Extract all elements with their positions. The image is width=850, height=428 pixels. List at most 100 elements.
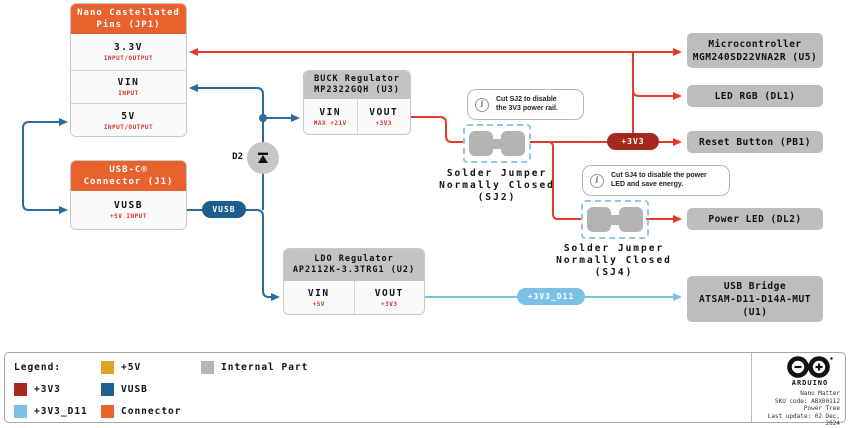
j1-title-line1: USB-C®	[109, 165, 148, 175]
sj2-caption-line3: (SJ2)	[477, 192, 517, 203]
reset-button-box: Reset Button (PB1)	[687, 131, 823, 153]
jp1-vin-sub: INPUT	[118, 90, 139, 97]
sj2-caption-line1: Solder Jumper	[446, 168, 548, 179]
wire-3v3-dl1	[632, 89, 682, 100]
jp1-row-5v: 5V INPUT/OUTPUT	[71, 103, 186, 136]
jp1-title-line2: Pins (JP1)	[96, 20, 161, 30]
d2-diode-icon	[247, 142, 279, 174]
buck-title-line1: BUCK Regulator	[314, 74, 400, 84]
junction-dot	[259, 114, 267, 122]
vusb-net-badge: VUSB	[202, 201, 246, 218]
led-rgb-box: LED RGB (DL1)	[687, 85, 823, 107]
footer-doc: Power Tree	[803, 405, 840, 412]
footer-updated: Last update: 02 Dec, 2024	[767, 412, 840, 428]
u5-line2: MGM240SD22VNA2R (U5)	[692, 51, 818, 63]
buck-body: VIN MAX +21V VOUT +3V3	[304, 99, 410, 134]
legend-label-3v3: +3V3	[34, 384, 61, 395]
3v3-net-badge: +3V3	[607, 133, 659, 150]
buck-regulator-box: BUCK Regulator MP2322GQH (U3) VIN MAX +2…	[303, 70, 411, 135]
buck-vin-sub: MAX +21V	[313, 120, 347, 127]
info-icon: i	[590, 173, 604, 188]
j1-row-vusb: VUSB +5V INPUT	[71, 191, 186, 229]
net-vusb-wires	[22, 84, 300, 301]
wire-5v-vusb-loop	[22, 118, 68, 214]
ldo-vout-label: VOUT	[374, 288, 404, 299]
buck-vin-cell: VIN MAX +21V	[304, 99, 357, 134]
sj2-caption-line2: Normally Closed	[439, 180, 555, 191]
buck-header: BUCK Regulator MP2322GQH (U3)	[304, 71, 410, 99]
legend-divider	[751, 353, 752, 422]
ldo-vin-cell: VIN +5V	[284, 281, 354, 314]
wire-branch-sj4	[547, 141, 582, 220]
legend-swatch-vusb	[101, 383, 114, 396]
3v3-d11-net-badge: +3V3_D11	[517, 288, 585, 305]
legend-swatch-5v	[101, 361, 114, 374]
buck-vout-cell: VOUT +3V3	[356, 99, 410, 134]
u1-line1: USB Bridge	[723, 280, 787, 292]
jp1-5v-label: 5V	[121, 110, 136, 122]
sj2-caption: Solder Jumper Normally Closed (SJ2)	[430, 168, 564, 204]
sj4-caption-line1: Solder Jumper	[563, 243, 665, 254]
arduino-logo-icon	[787, 356, 833, 378]
sj4-caption: Solder Jumper Normally Closed (SJ4)	[547, 243, 681, 279]
jp1-5v-sub: INPUT/OUTPUT	[103, 123, 154, 131]
jp1-row-3v3: 3.3V INPUT/OUTPUT	[71, 34, 186, 70]
buck-vout-sub: +3V3	[375, 120, 392, 127]
diode-glyph	[258, 152, 268, 163]
usb-bridge-box: USB Bridge ATSAM-D11-D14A-MUT (U1)	[687, 276, 823, 322]
jp1-vin-label: VIN	[117, 77, 140, 88]
legend-label-vusb: VUSB	[121, 384, 148, 395]
sj4-caption-line2: Normally Closed	[556, 255, 672, 266]
jp1-header: Nano Castellated Pins (JP1)	[71, 4, 186, 34]
j1-vusb-sub: +5V INPUT	[109, 213, 147, 220]
usbc-connector-box: USB-C® Connector (J1) VUSB +5V INPUT	[70, 160, 187, 230]
ldo-title-line1: LDO Regulator	[314, 254, 394, 264]
nano-castellated-pins-box: Nano Castellated Pins (JP1) 3.3V INPUT/O…	[70, 3, 187, 137]
microcontroller-box: Microcontroller MGM240SD22VNA2R (U5)	[687, 33, 823, 68]
ldo-vout-cell: VOUT +3V3	[353, 281, 424, 314]
legend-label-internal: Internal Part	[221, 362, 309, 373]
legend-label-connector: Connector	[121, 406, 182, 417]
net-3v3-wires	[189, 48, 682, 223]
wire-buck-to-sj2	[410, 116, 464, 143]
solder-jumper-sj4-icon	[581, 200, 649, 239]
wire-vin-pin	[189, 84, 264, 118]
footer-info: Nano Matter SKU code: ABX00112 Power Tre…	[752, 390, 840, 428]
buck-vout-label: VOUT	[369, 107, 399, 118]
sj4-caption-line3: (SJ4)	[594, 267, 634, 278]
solder-jumper-sj2-icon	[463, 124, 531, 163]
legend-label-3v3-d11: +3V3_D11	[34, 406, 88, 417]
legend-label-5v: +5V	[121, 362, 142, 373]
info-icon: i	[475, 97, 489, 112]
j1-title-line2: Connector (J1)	[83, 177, 174, 187]
jp1-title-line1: Nano Castellated	[77, 8, 180, 18]
d2-label: D2	[232, 152, 243, 162]
footer-sku: SKU code: ABX00112	[774, 397, 840, 405]
ldo-vin-label: VIN	[307, 288, 330, 299]
j1-vusb-label: VUSB	[114, 200, 143, 211]
u1-line2: ATSAM-D11-D14A-MUT	[699, 293, 811, 305]
arduino-brand-text: ARDUINO	[791, 379, 829, 387]
ldo-header: LDO Regulator AP2112K-3.3TRG1 (U2)	[284, 249, 424, 281]
j1-header: USB-C® Connector (J1)	[71, 161, 186, 191]
ldo-title-line2: AP2112K-3.3TRG1 (U2)	[292, 265, 416, 275]
ldo-body: VIN +5V VOUT +3V3	[284, 281, 424, 314]
legend-swatch-3v3	[14, 383, 27, 396]
jp1-3v3-sub: INPUT/OUTPUT	[103, 55, 154, 62]
legend-swatch-connector	[101, 405, 114, 418]
ldo-vin-sub: +5V	[312, 301, 325, 308]
power-led-box: Power LED (DL2)	[687, 208, 823, 230]
jp1-row-vin: VIN INPUT	[71, 70, 186, 103]
u5-line1: Microcontroller	[708, 38, 802, 50]
legend-swatch-3v3-d11	[14, 405, 27, 418]
legend-bar	[4, 352, 846, 423]
wire-vusb-to-ldo	[187, 209, 280, 301]
buck-vin-label: VIN	[319, 107, 342, 118]
jp1-3v3-label: 3.3V	[114, 42, 143, 53]
